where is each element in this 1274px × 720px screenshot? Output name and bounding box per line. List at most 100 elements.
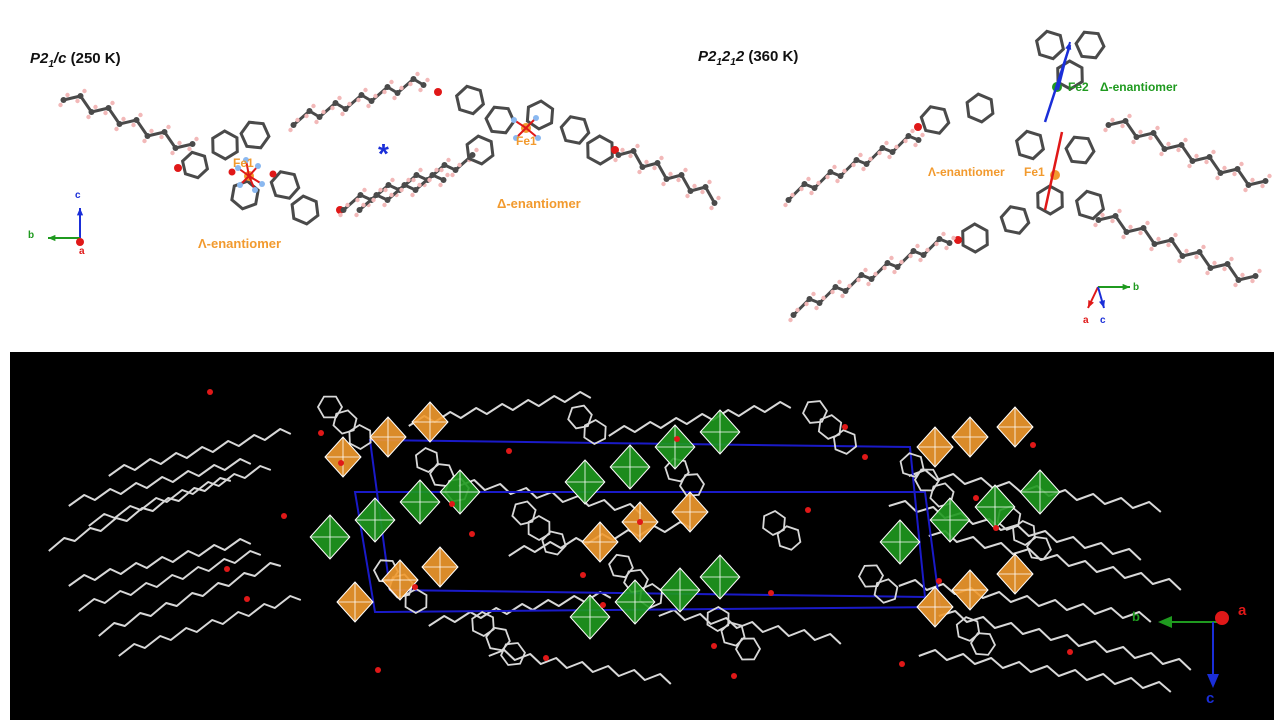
nitrogen-atom: [259, 181, 265, 187]
axis-c-label: c: [75, 190, 81, 201]
hydrogen-atom: [338, 212, 343, 218]
axis-c-label: c: [1206, 690, 1215, 707]
carbon-atom: [1252, 273, 1259, 279]
hydrogen-atom: [635, 143, 640, 149]
temperature-label: (360 K): [744, 48, 799, 65]
space-group-text-3: 2: [735, 48, 745, 65]
space-group-sub-2: 1: [730, 57, 736, 68]
oxygen-atom: [711, 643, 717, 649]
axis-c-arrowhead: [1207, 674, 1219, 688]
oxygen-atom: [318, 430, 324, 436]
carbon-atom: [356, 207, 363, 213]
oxygen-atom: [1030, 442, 1036, 448]
hydrogen-atom: [439, 167, 444, 173]
axis-b-arrow-head: [1122, 283, 1130, 291]
alkyl-chain: [68, 458, 252, 507]
hydrogen-atom: [1110, 218, 1115, 224]
hydrogen-atom: [410, 192, 415, 198]
carbon-atom: [1161, 146, 1168, 152]
alkyl-chain: [787, 134, 920, 202]
ligand-ring: [857, 564, 885, 588]
aromatic-ring: [465, 134, 495, 166]
oxygen-atom: [637, 519, 643, 525]
hydrogen-atom: [882, 265, 887, 271]
ligand-ring: [802, 400, 828, 424]
ligand-ring: [471, 610, 495, 638]
hydrogen-atom: [652, 165, 657, 171]
hydrogen-atom: [783, 202, 788, 208]
hydrogen-atom: [131, 122, 136, 128]
carbon-atom: [189, 141, 196, 147]
alkyl-chain: [658, 609, 842, 645]
hydrogen-atom: [355, 197, 360, 203]
alkyl-chain: [428, 591, 612, 627]
hydrogen-atom: [899, 259, 904, 265]
alkyl-chain: [1108, 119, 1266, 187]
ligand-ring: [832, 429, 858, 455]
alkyl-chain: [488, 649, 672, 685]
hydrogen-atom: [354, 212, 359, 218]
hydrogen-atom: [159, 134, 164, 140]
hydrogen-atom: [389, 79, 394, 85]
hydrogen-atom: [399, 187, 404, 193]
aromatic-ring: [230, 179, 260, 211]
axis-a-arrow-head: [1088, 300, 1094, 308]
ligand-ring: [485, 626, 511, 652]
hydrogen-atom: [825, 174, 830, 180]
hydrogen-atom: [676, 177, 681, 183]
hydrogen-atom: [861, 166, 866, 172]
carbon-atom: [340, 207, 347, 213]
hydrogen-atom: [868, 156, 873, 162]
oxygen-atom: [914, 123, 922, 131]
ligand-ring: [720, 621, 746, 647]
oxygen-atom: [228, 168, 236, 176]
ligand-ring: [678, 473, 706, 497]
hydrogen-atom: [366, 103, 371, 109]
hydrogen-atom: [425, 77, 430, 83]
hydrogen-atom: [406, 177, 411, 183]
hydrogen-atom: [894, 144, 899, 150]
space-group-text-2: 2: [721, 48, 731, 65]
alkyl-chain: [63, 94, 193, 150]
space-group-text: P2: [30, 50, 49, 67]
carbon-atom: [420, 82, 427, 88]
alkyl-chain: [918, 649, 1172, 693]
hydrogen-atom: [121, 116, 126, 122]
ligand-ring: [404, 587, 428, 615]
space-group-suffix: /c: [53, 50, 67, 67]
aromatic-ring: [454, 84, 486, 116]
carbon-atom: [144, 133, 151, 139]
axis-c-arrow-head: [76, 208, 84, 216]
hydrogen-atom: [1100, 212, 1105, 218]
fe1-label: Fe1: [1024, 165, 1045, 179]
carbon-atom: [385, 182, 392, 188]
hydrogen-atom: [832, 164, 837, 170]
hydrogen-atom: [863, 267, 868, 273]
carbon-atom: [1178, 142, 1185, 148]
hydrogen-atom: [644, 159, 649, 165]
hydrogen-atom: [1148, 135, 1153, 141]
aromatic-ring: [965, 92, 995, 124]
carbon-atom: [936, 236, 943, 242]
aromatic-ring: [1074, 30, 1106, 60]
panel-title-p21212: P21212 (360 K): [698, 48, 798, 68]
axis-a-dot: [76, 238, 84, 246]
hydrogen-atom: [1229, 256, 1234, 262]
oxygen-atom: [899, 661, 905, 667]
oxygen-atom: [973, 495, 979, 501]
alkyl-chain: [68, 538, 252, 587]
hydrogen-atom: [75, 98, 80, 104]
hydrogen-atom: [1166, 141, 1171, 147]
carbon-atom: [785, 197, 792, 203]
hydrogen-atom: [856, 277, 861, 283]
carbon-atom: [827, 169, 834, 175]
hydrogen-atom: [709, 205, 714, 211]
hydrogen-atom: [1205, 270, 1210, 276]
carbon-atom: [1150, 130, 1157, 136]
hydrogen-atom: [1183, 137, 1188, 143]
hydrogen-atom: [1201, 244, 1206, 250]
alkyl-chain: [88, 465, 272, 527]
carbon-atom: [920, 252, 927, 258]
carbon-atom: [1189, 158, 1196, 164]
oxygen-atom: [936, 578, 942, 584]
